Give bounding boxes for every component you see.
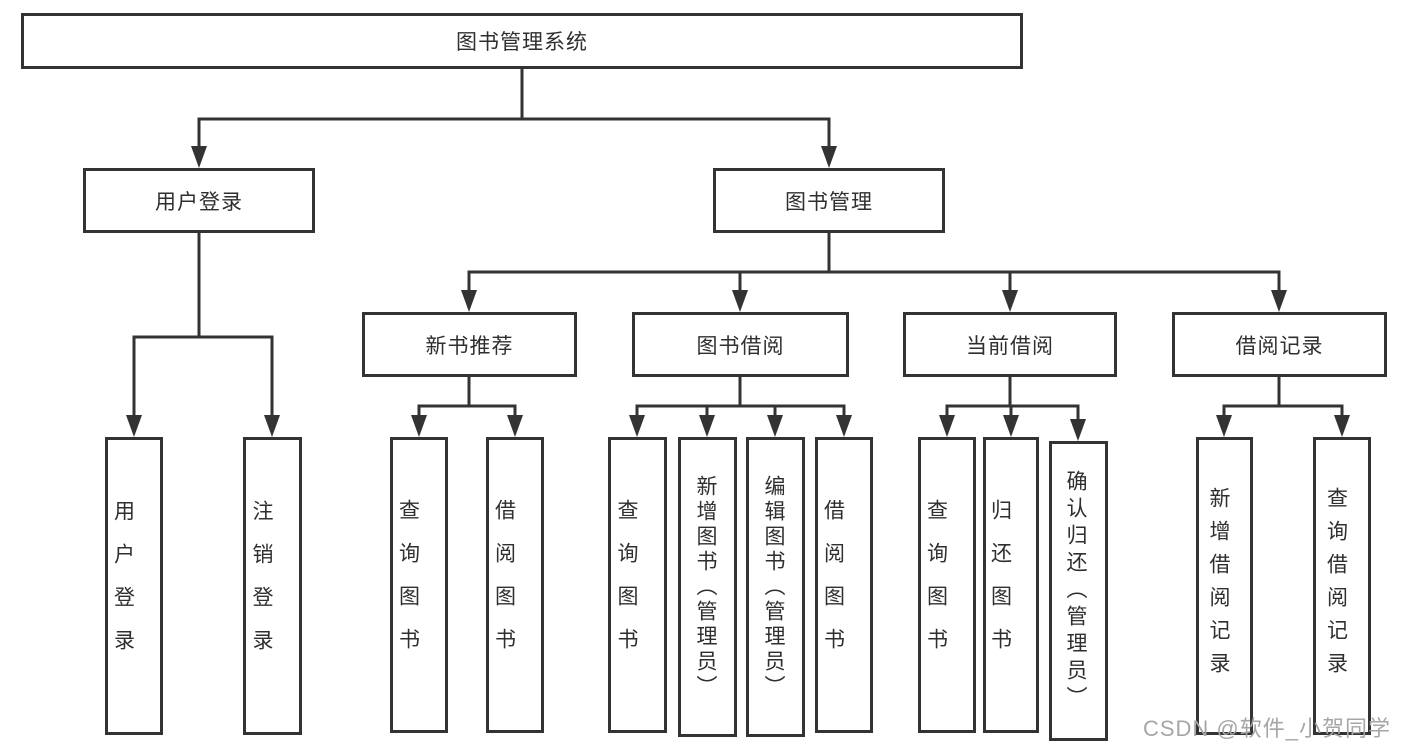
leaf-borrow-books-recommend: 借阅图书 xyxy=(486,437,544,733)
leaf-edit-books-admin: 编辑图书（管理员） xyxy=(746,437,805,737)
leaf-add-borrow-record: 新增借阅记录 xyxy=(1196,437,1253,735)
node-borrowing-records: 借阅记录 xyxy=(1172,312,1387,377)
leaf-label: 借阅图书 xyxy=(492,499,516,671)
leaf-label: 注销登录 xyxy=(250,500,273,672)
node-root-library-system: 图书管理系统 xyxy=(21,13,1023,69)
node-label: 图书管理系统 xyxy=(456,31,588,54)
leaf-label: 确认归还（管理员） xyxy=(1064,469,1087,713)
node-label: 用户登录 xyxy=(155,190,243,214)
node-label: 图书管理 xyxy=(785,190,873,214)
leaf-borrow-books: 借阅图书 xyxy=(815,437,873,733)
leaf-query-books-current: 查询图书 xyxy=(918,437,976,733)
leaf-label: 借阅图书 xyxy=(821,499,845,671)
node-book-management: 图书管理 xyxy=(713,168,945,233)
node-label: 当前借阅 xyxy=(966,334,1054,358)
node-label: 图书借阅 xyxy=(696,334,785,358)
node-new-book-recommendation: 新书推荐 xyxy=(362,312,577,377)
leaf-label: 用户登录 xyxy=(111,500,135,672)
node-current-borrowing: 当前借阅 xyxy=(903,312,1117,377)
node-book-borrowing: 图书借阅 xyxy=(632,312,849,377)
leaf-confirm-return-admin: 确认归还（管理员） xyxy=(1049,441,1108,741)
leaf-query-borrow-record: 查询借阅记录 xyxy=(1313,437,1371,735)
leaf-user-login: 用户登录 xyxy=(105,437,163,735)
csdn-watermark: CSDN @软件_小贺同学 xyxy=(1142,716,1391,741)
leaf-label: 查询图书 xyxy=(396,499,420,671)
leaf-label: 归还图书 xyxy=(988,499,1012,671)
leaf-label: 新增借阅记录 xyxy=(1207,487,1230,685)
node-label: 新书推荐 xyxy=(425,334,514,358)
node-user-login: 用户登录 xyxy=(83,168,315,233)
leaf-label: 查询图书 xyxy=(615,499,638,671)
leaf-label: 查询借阅记录 xyxy=(1324,487,1348,685)
leaf-label: 编辑图书（管理员） xyxy=(762,474,785,700)
node-label: 借阅记录 xyxy=(1235,334,1324,358)
leaf-query-books-borrow: 查询图书 xyxy=(608,437,667,733)
leaf-return-books: 归还图书 xyxy=(983,437,1039,733)
leaf-logout: 注销登录 xyxy=(243,437,302,735)
leaf-add-books-admin: 新增图书（管理员） xyxy=(678,437,737,737)
leaf-label: 查询图书 xyxy=(924,499,948,671)
leaf-label: 新增图书（管理员） xyxy=(694,474,717,700)
leaf-query-books-recommend: 查询图书 xyxy=(390,437,448,733)
